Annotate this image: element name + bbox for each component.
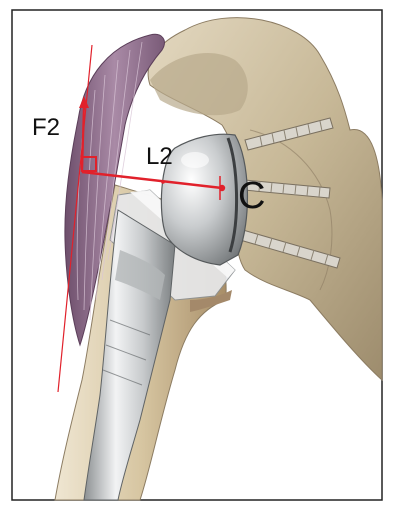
- center-of-rotation-point: [219, 185, 225, 191]
- label-l2: L2: [146, 143, 173, 170]
- glenosphere-component: [161, 134, 247, 265]
- label-c: C: [238, 175, 265, 217]
- lever-midpoint: [161, 180, 165, 184]
- label-f2: F2: [32, 114, 60, 141]
